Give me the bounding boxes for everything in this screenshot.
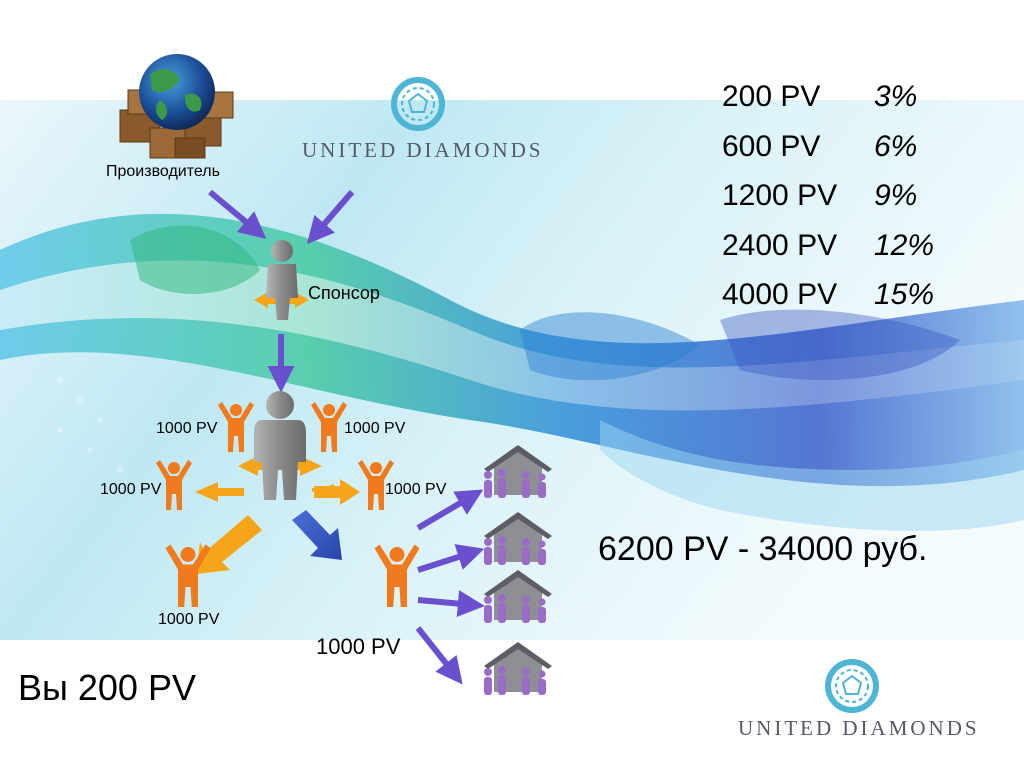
- person-icon: [374, 544, 420, 607]
- house-icon: [484, 445, 552, 498]
- rate-percent: 15%: [874, 278, 935, 311]
- diamond-logo-icon: [391, 77, 445, 131]
- rate-percent: 6%: [874, 129, 918, 163]
- node-label: 1000 PV: [156, 420, 218, 437]
- node-label: 1000 PV: [344, 420, 406, 437]
- rate-pv: 2400 PV: [722, 228, 838, 262]
- rate-percent: 12%: [874, 228, 935, 262]
- rate-row: 2400 PV 12%: [722, 221, 934, 271]
- sponsor-person-icon: [254, 240, 309, 320]
- node-label: 1000 PV: [158, 611, 220, 628]
- downline-people: [156, 402, 420, 607]
- house-icon: [484, 642, 552, 695]
- person-icon: [165, 544, 211, 607]
- node-label: 1000 PV: [316, 634, 401, 659]
- rate-percent: 9%: [874, 179, 918, 212]
- brand-name-bottom: UNITED DIAMONDS: [738, 716, 980, 740]
- rate-pv: 200 PV: [722, 80, 821, 113]
- rate-pv: 4000 PV: [722, 278, 838, 311]
- person-icon: [358, 460, 394, 510]
- you-person-icon: [195, 391, 360, 574]
- rate-row: 1200 PV 9%: [722, 171, 934, 221]
- house-icon: [484, 512, 552, 565]
- total-label: 6200 PV - 34000 руб.: [598, 530, 928, 568]
- rate-row: 200 PV 3%: [722, 72, 934, 122]
- rate-row: 600 PV 6%: [722, 122, 934, 172]
- globe-icon: [139, 54, 215, 130]
- rate-table: 200 PV 3% 600 PV 6% 1200 PV 9% 2400 PV 12% 4…: [722, 72, 934, 320]
- rate-row: 4000 PV 15%: [722, 270, 934, 320]
- rate-pv: 600 PV: [722, 129, 821, 163]
- manufacturer-label: Производитель: [106, 163, 220, 180]
- you-label: Вы 200 PV: [18, 667, 196, 708]
- rate-percent: 3%: [874, 80, 918, 113]
- diamond-logo-icon: [825, 659, 879, 713]
- person-icon: [311, 402, 347, 452]
- house-icon: [484, 570, 552, 623]
- house-groups: [484, 445, 552, 695]
- node-label: 1000 PV: [385, 481, 447, 498]
- brand-name-top: UNITED DIAMONDS: [302, 138, 544, 162]
- sponsor-label: Спонсор: [308, 283, 380, 303]
- rate-pv: 1200 PV: [722, 179, 838, 212]
- person-icon: [218, 402, 254, 452]
- person-icon: [156, 460, 192, 510]
- flow-arrows: [208, 189, 485, 685]
- node-label: 1000 PV: [100, 481, 162, 498]
